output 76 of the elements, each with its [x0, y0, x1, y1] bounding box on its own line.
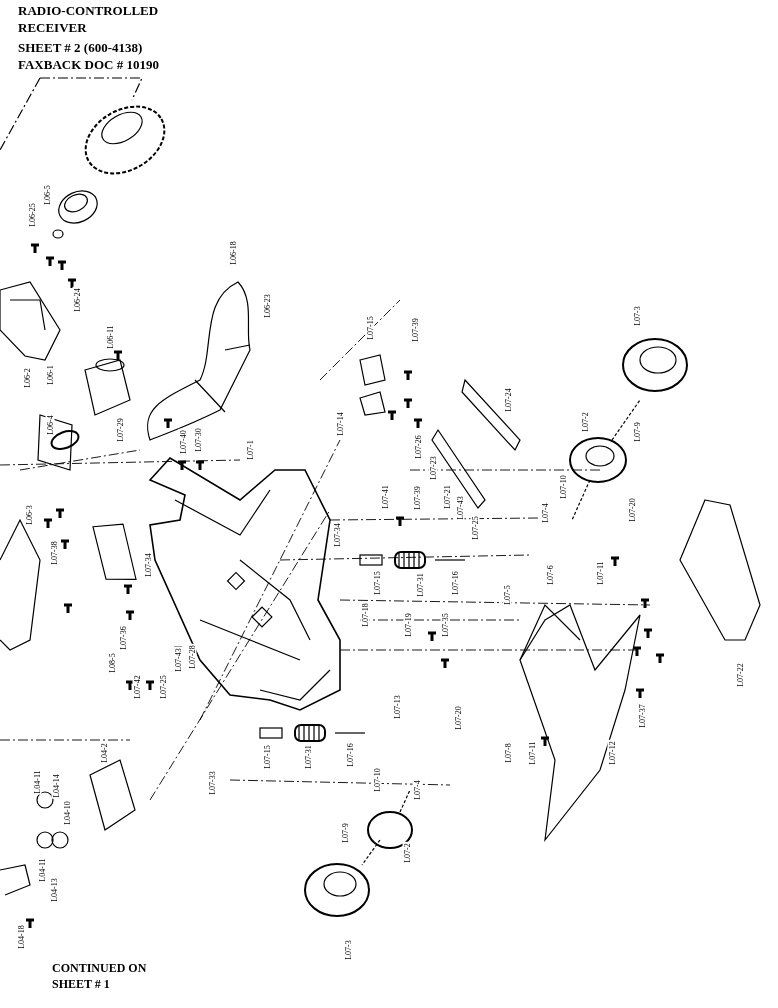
part-number: L07-4	[540, 502, 550, 524]
part-number: L07-29	[115, 417, 125, 443]
part-number: L07-2	[402, 842, 412, 864]
part-number: L07-30	[193, 427, 203, 453]
part-number: L07-12	[607, 740, 617, 766]
part-number: L07-20	[453, 705, 463, 731]
part-number: L06-25	[27, 202, 37, 228]
part-number: L07-15	[372, 570, 382, 596]
title: RADIO-CONTROLLED RECEIVER	[18, 2, 160, 36]
part-number: L07-25	[470, 515, 480, 541]
part-number: L07-24	[503, 387, 513, 413]
part-number: L07-31	[415, 572, 425, 598]
part-number: L04-18	[16, 924, 26, 950]
sheet-note: FAXBACK DOC # 10190	[18, 57, 159, 73]
part-number: L07-2	[580, 411, 590, 433]
part-number: L06-18	[228, 240, 238, 266]
sheet-note: SHEET # 2 (600-4138)	[18, 40, 143, 56]
part-number: L07-10	[558, 474, 568, 500]
part-number: L06-3	[24, 504, 34, 526]
part-number: L07-5	[502, 584, 512, 606]
part-number: L07-16	[345, 742, 355, 768]
part-number: L07-23	[428, 455, 438, 481]
part-number: L04-14	[51, 773, 61, 799]
part-number: L07-16	[450, 570, 460, 596]
part-number: L07-15	[262, 744, 272, 770]
part-number: L07-33	[207, 770, 217, 796]
part-number: L06-5	[42, 184, 52, 206]
part-number: L06-2	[22, 367, 32, 389]
part-number: L07-3	[632, 305, 642, 327]
part-number: L08-5	[107, 652, 117, 674]
part-number: L06-23	[262, 293, 272, 319]
part-number: L07-18	[360, 602, 370, 628]
part-number: L07-26	[413, 434, 423, 460]
part-number: L07-40	[178, 429, 188, 455]
part-number: L04-11	[37, 857, 47, 883]
part-number: L07-38	[49, 540, 59, 566]
part-number: L07-21	[442, 484, 452, 510]
part-number: L06-24	[72, 287, 82, 313]
part-number: L07-6	[545, 564, 555, 586]
part-number: L07-9	[632, 421, 642, 443]
part-number: L07-14	[335, 411, 345, 437]
part-number: L07-10	[372, 767, 382, 793]
part-number: L07-42	[132, 674, 142, 700]
part-number: L07-20	[627, 497, 637, 523]
part-number: L04-11	[32, 769, 42, 795]
part-number: L07-19	[403, 612, 413, 638]
part-number: L04-10	[62, 800, 72, 826]
part-number: L07-22	[735, 662, 745, 688]
part-number: L04-2	[99, 742, 109, 764]
part-number: L07-13	[392, 694, 402, 720]
part-number: L07-15	[365, 315, 375, 341]
part-number: L06-11	[105, 324, 115, 350]
part-number: L07-25	[158, 674, 168, 700]
part-number: L07-3	[343, 939, 353, 961]
part-number: L07-11	[595, 560, 605, 586]
part-number: L07-34	[143, 552, 153, 578]
part-number: L07-43	[455, 495, 465, 521]
part-number: L07-1	[245, 439, 255, 461]
part-number: L07-39	[410, 317, 420, 343]
part-number: L07-4	[412, 779, 422, 801]
part-number: L07-8	[503, 742, 513, 764]
part-number: L06-4	[45, 414, 55, 436]
part-number: L07-11	[527, 740, 537, 766]
part-number: L07-41	[380, 484, 390, 510]
part-number: L06-1	[45, 364, 55, 386]
part-number: L07-36	[118, 625, 128, 651]
part-number: L07-43	[173, 647, 183, 673]
part-number: L07-28	[187, 644, 197, 670]
continuation-note: CONTINUED ON SHEET # 1	[52, 960, 148, 992]
part-number: L07-35	[440, 612, 450, 638]
part-number: L07-39	[412, 485, 422, 511]
part-number: L07-34	[332, 522, 342, 548]
part-number: L07-31	[303, 744, 313, 770]
part-number: L04-13	[49, 877, 59, 903]
part-number: L07-9	[340, 822, 350, 844]
part-number: L07-37	[637, 703, 647, 729]
